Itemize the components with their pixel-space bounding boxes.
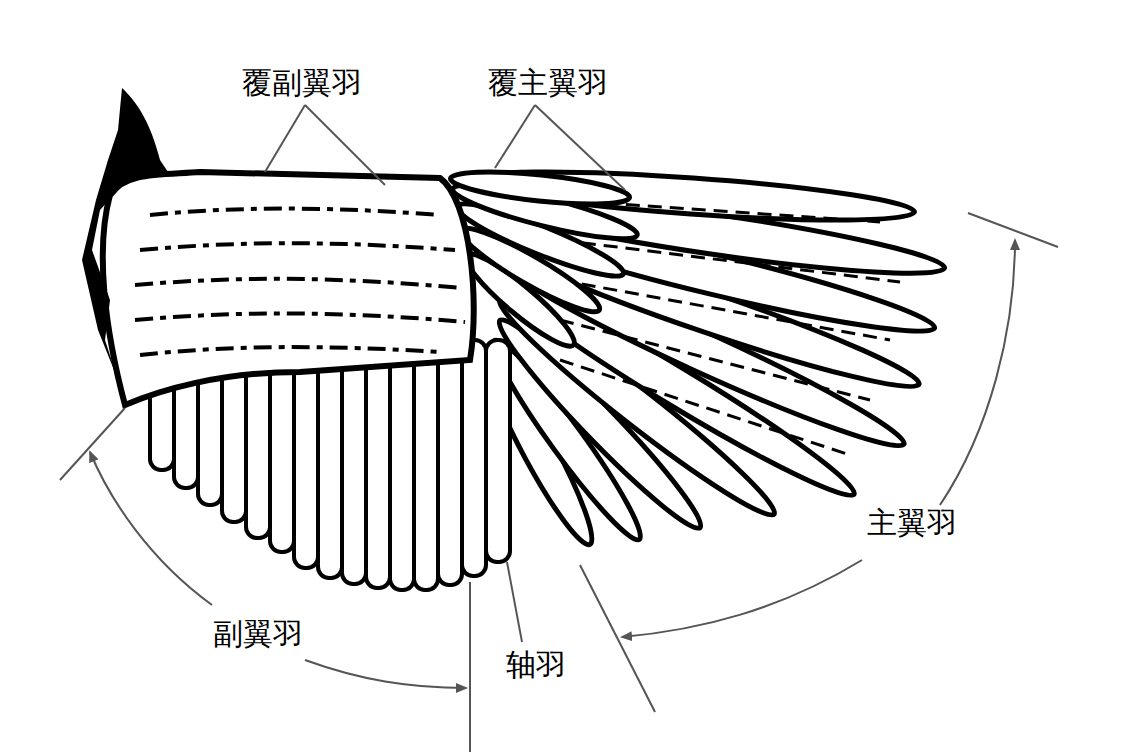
leader-lines	[60, 105, 1058, 752]
part-label: 覆副翼羽	[242, 66, 362, 99]
part-label: 轴羽	[506, 648, 566, 681]
primary-coverts	[449, 166, 640, 356]
part-label: 副翼羽	[213, 617, 303, 650]
part-label: 主翼羽	[867, 506, 957, 539]
part-label: 覆主翼羽	[488, 66, 608, 99]
secondary-coverts	[103, 172, 474, 405]
wing-shoulder	[82, 88, 170, 380]
covert-texture	[135, 209, 465, 355]
